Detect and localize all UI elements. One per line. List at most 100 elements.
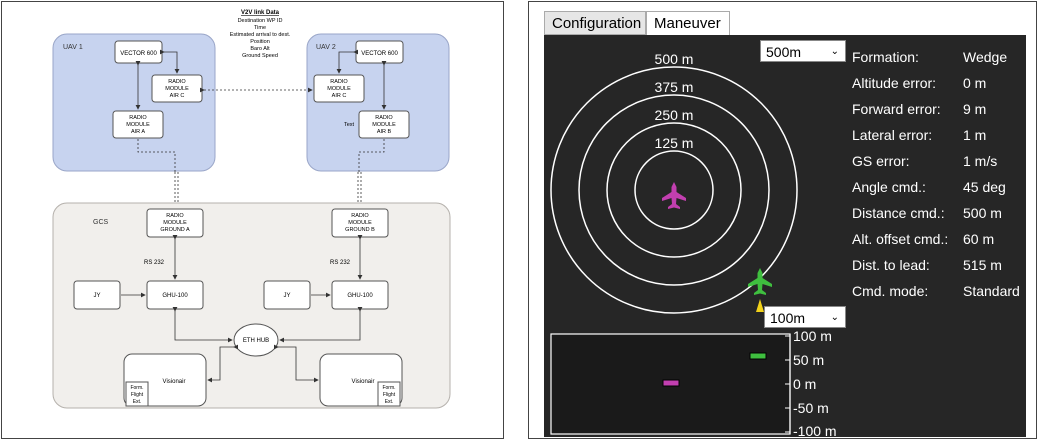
info-label: GS error: bbox=[852, 153, 910, 169]
info-label: Cmd. mode: bbox=[852, 283, 929, 299]
visionair-left-label: Visionair bbox=[163, 379, 186, 385]
v2v-line-3: Estimated arrival to dest. bbox=[230, 32, 291, 38]
form-flight-left-box bbox=[125, 381, 149, 407]
ring-label-500: 500 m bbox=[655, 51, 694, 67]
info-value: 1 m/s bbox=[963, 153, 998, 169]
info-label: Formation: bbox=[852, 49, 919, 65]
uav2-vector-radio-c-link bbox=[336, 49, 358, 74]
altitude-label-minus50: -50 m bbox=[793, 400, 829, 416]
form-flight-right-box bbox=[377, 381, 401, 407]
uav1-radio-air-c-l3: AIR C bbox=[170, 93, 185, 99]
altitude-label-minus100: -100 m bbox=[793, 423, 837, 437]
uav2-vector-label: VECTOR 600 bbox=[361, 51, 398, 57]
range-scale-dropdown[interactable]: 500m ⌄ bbox=[760, 40, 846, 62]
status-info-list: Formation:Wedge Altitude error:0 m Forwa… bbox=[852, 49, 1026, 309]
info-label: Dist. to lead: bbox=[852, 257, 930, 273]
radio-ground-a-l1: RADIO bbox=[166, 213, 184, 219]
uav1-radio-air-c-l1: RADIO bbox=[168, 79, 186, 85]
chevron-down-icon: ⌄ bbox=[830, 46, 839, 57]
rs232-left-label: RS 232 bbox=[144, 260, 165, 266]
lead-aircraft-icon bbox=[662, 182, 686, 209]
tab-configuration[interactable]: Configuration bbox=[544, 11, 646, 35]
radio-ground-b-l1: RADIO bbox=[351, 213, 369, 219]
form-flight-left-l2: Flight bbox=[131, 392, 144, 398]
range-ring-125 bbox=[634, 150, 714, 230]
hub-visionair-left-link bbox=[207, 344, 238, 383]
info-label: Distance cmd.: bbox=[852, 205, 945, 221]
app-window: Configuration Maneuver 500 m 375 m 250 m… bbox=[544, 11, 1026, 437]
uav1-vector-label: VECTOR 600 bbox=[120, 51, 157, 57]
ghu-left-label: GHU-100 bbox=[162, 293, 188, 299]
uav2-radio-air-b-l3: AIR B bbox=[377, 129, 392, 135]
ghu-right-label: GHU-100 bbox=[347, 293, 373, 299]
follower-altitude-marker bbox=[749, 352, 767, 360]
chevron-down-icon: ⌄ bbox=[830, 312, 839, 323]
info-value: 0 m bbox=[963, 75, 987, 91]
lead-altitude-marker bbox=[662, 379, 680, 387]
radio-ground-b-l3: GROUND B bbox=[345, 227, 375, 233]
range-ring-250 bbox=[606, 122, 742, 258]
altitude-label-50: 50 m bbox=[793, 352, 824, 368]
uav2-radio-air-c-l1: RADIO bbox=[330, 79, 348, 85]
hub-visionair-right-link bbox=[274, 344, 319, 383]
maneuver-panel: 500 m 375 m 250 m 125 m 100 m bbox=[544, 35, 1026, 437]
architecture-diagram-frame: UAV 1 VECTOR 600 RADIO MODULE AIR C RADI… bbox=[1, 1, 504, 439]
follower-aircraft-icon bbox=[748, 268, 772, 295]
v2v-line-6: Ground Speed bbox=[242, 53, 278, 59]
ghu-left-hub-link bbox=[172, 307, 233, 343]
uav2-radio-air-c-l3: AIR C bbox=[332, 93, 347, 99]
info-value: 515 m bbox=[963, 257, 1002, 273]
radio-ground-a-l2: MODULE bbox=[163, 220, 187, 226]
info-value: 500 m bbox=[963, 205, 1002, 221]
architecture-diagram: UAV 1 VECTOR 600 RADIO MODULE AIR C RADI… bbox=[52, 10, 451, 409]
uav1-vector-radio-c-link bbox=[160, 49, 180, 74]
v2v-line-1: Destination WP ID bbox=[238, 18, 283, 24]
info-label: Alt. offset cmd.: bbox=[852, 231, 949, 247]
ghu-right-hub-link bbox=[279, 307, 363, 343]
uav2-radio-air-b-box bbox=[358, 110, 410, 139]
radio-link-b-upper bbox=[358, 139, 385, 172]
uav2-text-label: Text bbox=[344, 122, 355, 128]
uav1-radio-air-a-l1: RADIO bbox=[129, 115, 147, 121]
info-value: Standard bbox=[963, 283, 1020, 299]
ring-label-375: 375 m bbox=[655, 79, 694, 95]
info-value: 60 m bbox=[963, 231, 995, 247]
jy-left-box bbox=[73, 280, 121, 310]
jy-right-label: JY bbox=[283, 293, 290, 299]
v2v-title: V2V link Data bbox=[241, 10, 280, 16]
tab-maneuver[interactable]: Maneuver bbox=[646, 11, 730, 35]
form-flight-left-l1: Form. bbox=[130, 385, 143, 391]
info-value: 45 deg bbox=[963, 179, 1006, 195]
altitude-label-0: 0 m bbox=[793, 376, 816, 392]
uav2-radio-air-c-l2: MODULE bbox=[327, 86, 351, 92]
eth-hub-label: ETH HUB bbox=[243, 338, 269, 344]
eth-hub-node bbox=[233, 323, 279, 357]
rs232-right-label: RS 232 bbox=[330, 260, 351, 266]
form-flight-left-l3: Ext. bbox=[133, 399, 142, 405]
heading-marker-icon bbox=[756, 299, 764, 312]
info-label: Forward error: bbox=[852, 101, 941, 117]
info-label: Lateral error: bbox=[852, 127, 933, 143]
range-ring-375 bbox=[578, 94, 770, 286]
uav1-radio-air-a-box bbox=[112, 110, 164, 139]
uav1-radio-air-a-l3: AIR A bbox=[131, 129, 145, 135]
range-ring-500 bbox=[550, 66, 798, 314]
uav1-title: UAV 1 bbox=[63, 44, 83, 51]
info-value: 1 m bbox=[963, 127, 987, 143]
altitude-label-100: 100 m bbox=[793, 328, 832, 344]
v2v-line-4: Position bbox=[250, 39, 270, 45]
info-label: Angle cmd.: bbox=[852, 179, 926, 195]
ring-label-250: 250 m bbox=[655, 107, 694, 123]
radio-link-a-upper bbox=[137, 139, 176, 172]
form-flight-right-l3: Ext. bbox=[385, 399, 394, 405]
radar-display: 500 m 375 m 250 m 125 m 100 m bbox=[550, 51, 837, 437]
range-scale-value: 500m bbox=[766, 44, 802, 60]
info-value: Wedge bbox=[963, 49, 1008, 65]
altitude-scale-dropdown[interactable]: 100m ⌄ bbox=[764, 306, 846, 328]
info-value: 9 m bbox=[963, 101, 987, 117]
visionair-right-label: Visionair bbox=[352, 379, 375, 385]
uav1-radio-air-c-l2: MODULE bbox=[165, 86, 189, 92]
jy-left-label: JY bbox=[93, 293, 100, 299]
maneuver-app-frame: Configuration Maneuver 500 m 375 m 250 m… bbox=[528, 1, 1037, 439]
ring-label-125: 125 m bbox=[655, 135, 694, 151]
